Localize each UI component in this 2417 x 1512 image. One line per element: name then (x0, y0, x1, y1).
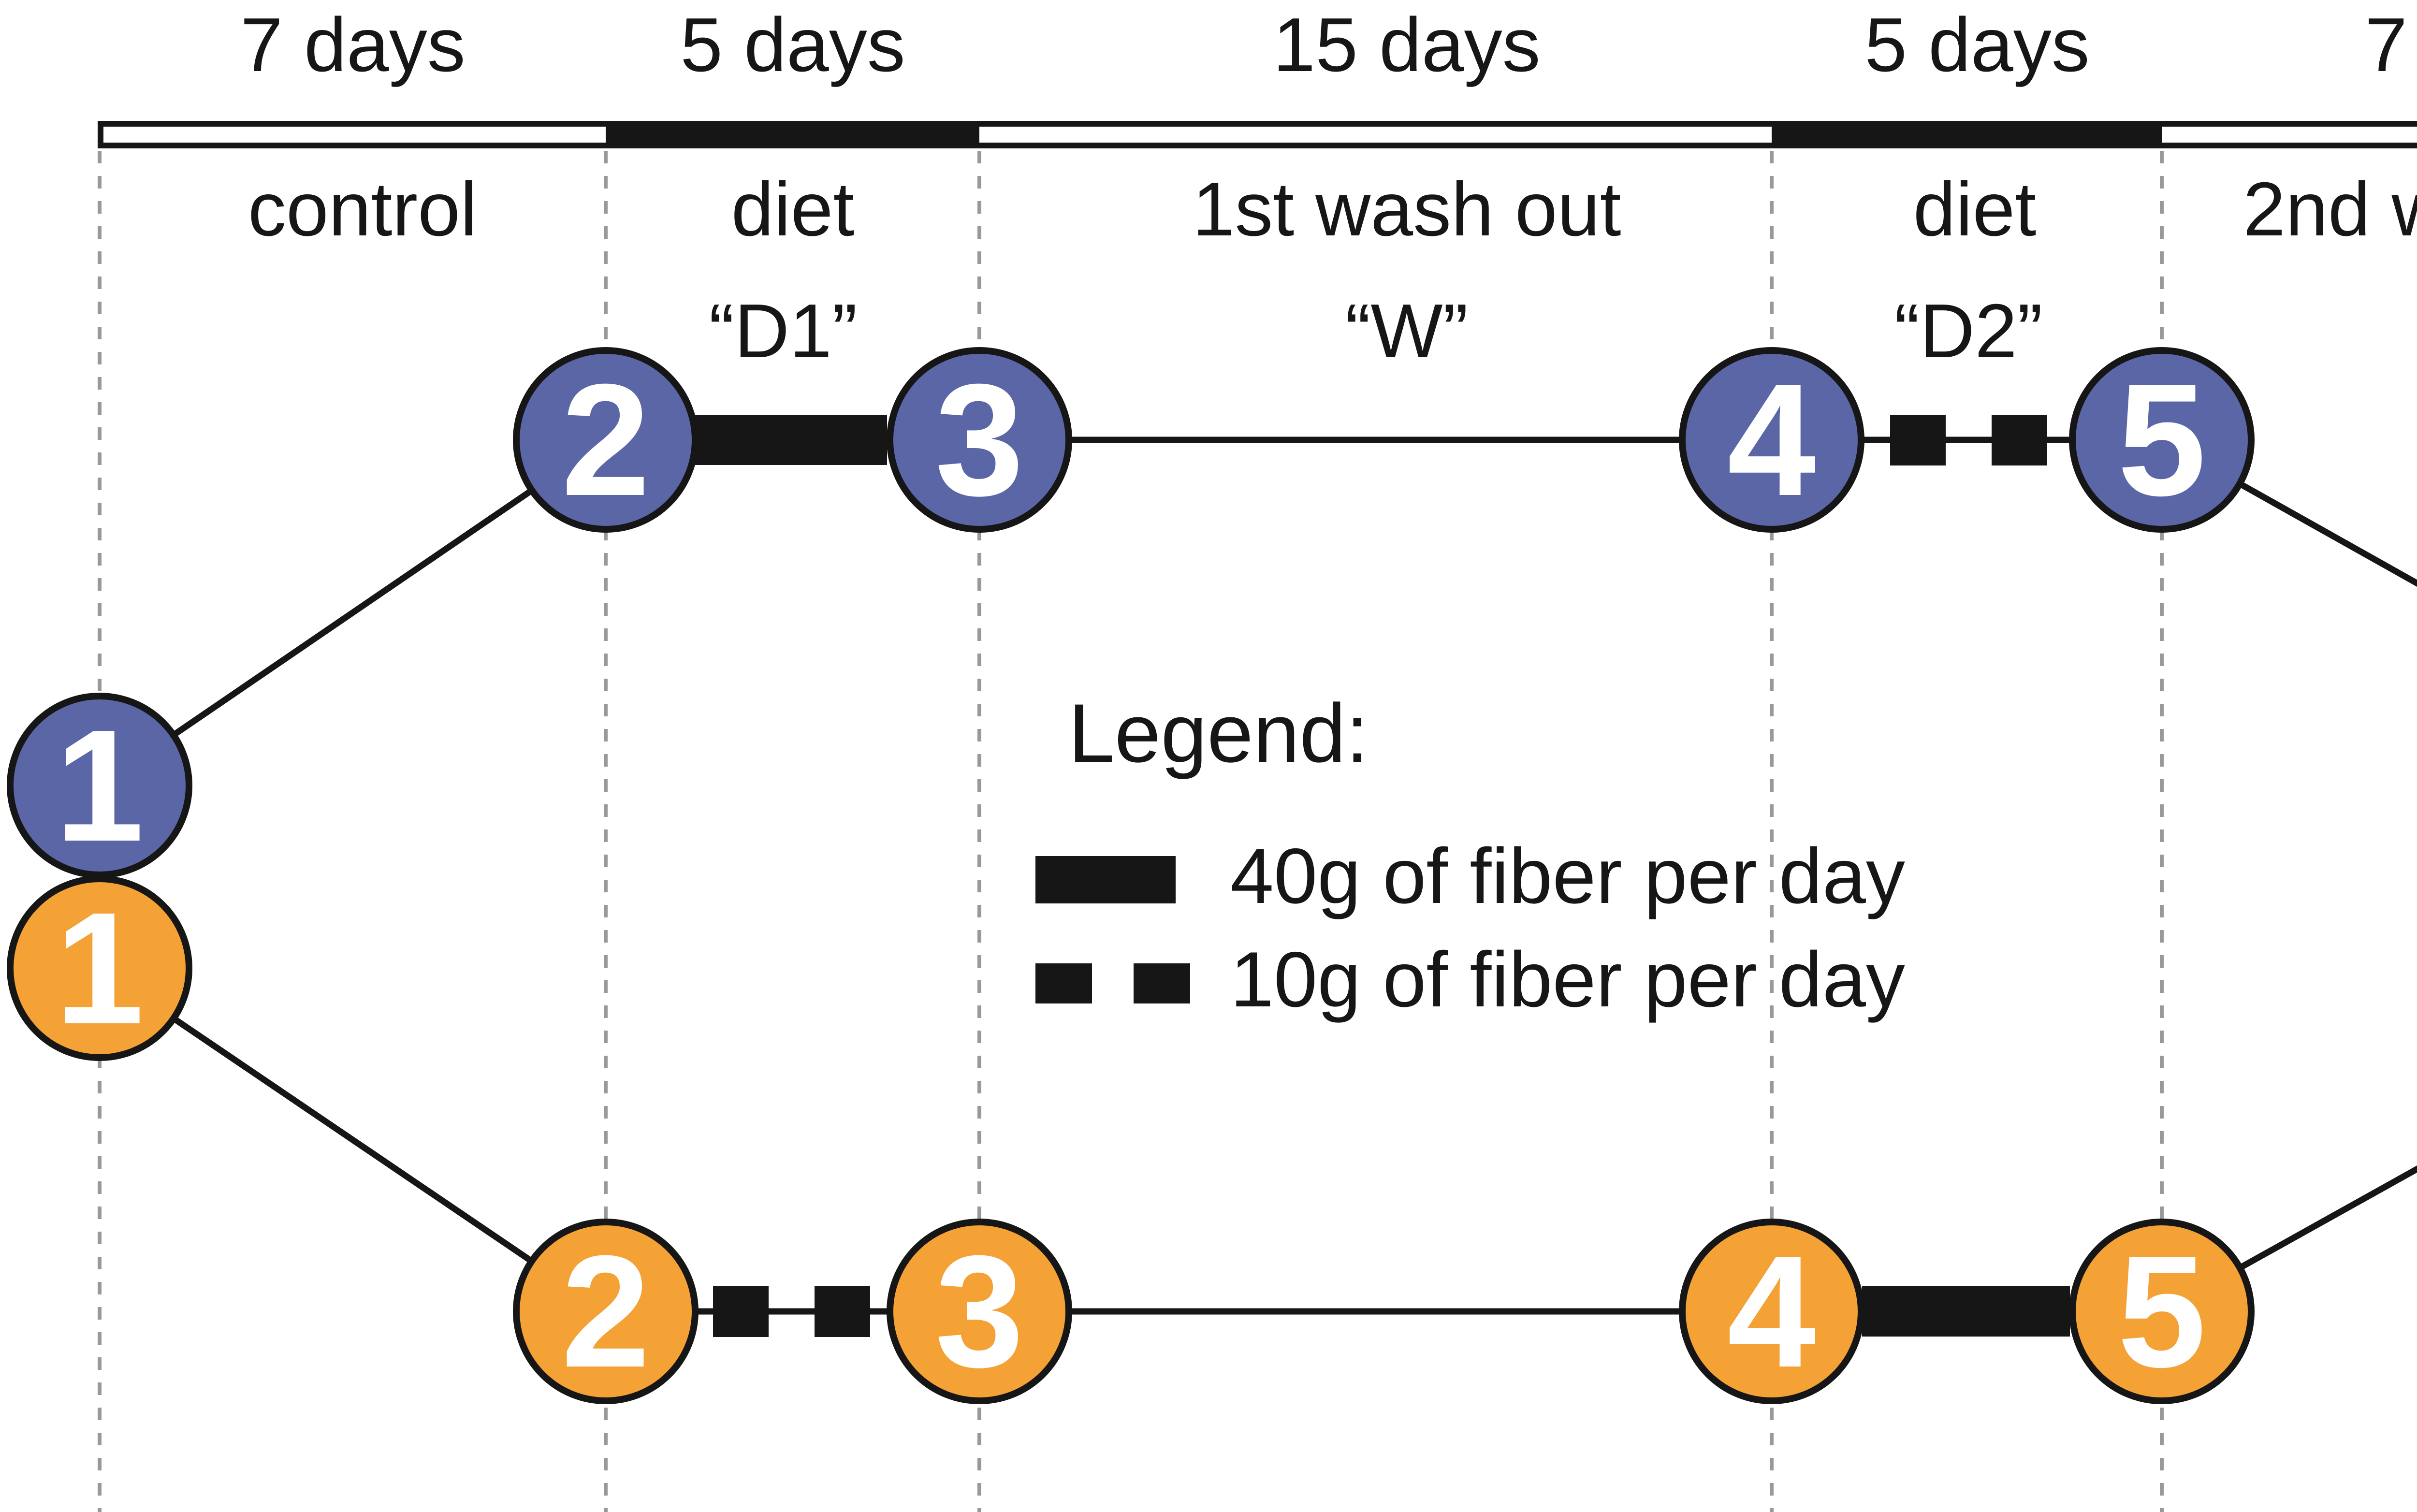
node-number: 3 (935, 1222, 1024, 1400)
node-number: 1 (55, 879, 144, 1057)
fiber-40g-bar-orange (1862, 1286, 2070, 1337)
edge-blue-5-6 (2160, 437, 2417, 587)
code-label-d1: “D1” (709, 289, 858, 374)
node-orange-1: 1 (7, 875, 192, 1061)
phase-label-control: control (248, 167, 478, 252)
phase-label-diet-1: diet (731, 167, 855, 252)
node-blue-4: 4 (1679, 347, 1864, 533)
node-blue-3: 3 (887, 347, 1072, 533)
phase-label-washout-2: 2nd wash out (2243, 167, 2417, 252)
legend-item-label-10g: 10g of fiber per day (1230, 936, 1905, 1023)
edge-orange-1-2 (98, 965, 608, 1314)
node-orange-4: 4 (1679, 1219, 1864, 1404)
timeline-diet-segment-1 (606, 121, 979, 148)
fiber-10g-square (1992, 415, 2047, 465)
legend-swatch-10g-square (1134, 963, 1190, 1003)
node-blue-5: 5 (2069, 347, 2255, 533)
node-number: 4 (1727, 1222, 1816, 1400)
legend-item-label-40g: 40g of fiber per day (1230, 832, 1905, 920)
fiber-10g-square (1890, 415, 1946, 465)
legend-swatch-40g-bar (1035, 856, 1176, 903)
legend-swatch-10g-square (1035, 963, 1092, 1003)
duration-label-4: 5 days (1864, 2, 2090, 87)
node-blue-2: 2 (513, 347, 699, 533)
node-orange-5: 5 (2069, 1219, 2255, 1404)
node-number: 2 (561, 350, 650, 529)
phase-label-diet-2: diet (1913, 167, 2037, 252)
node-number: 5 (2117, 1222, 2206, 1400)
phase-label-washout-1: 1st wash out (1192, 167, 1621, 252)
fiber-10g-square (713, 1286, 769, 1337)
edge-blue-1-2 (98, 437, 608, 788)
duration-label-1: 7 days (240, 2, 466, 87)
edge-orange-5-6 (2160, 1165, 2417, 1314)
duration-label-2: 5 days (680, 2, 905, 87)
node-number: 1 (55, 696, 144, 874)
fiber-40g-bar-blue (694, 415, 887, 465)
node-orange-3: 3 (887, 1219, 1072, 1404)
code-label-w: “W” (1345, 289, 1469, 374)
node-blue-1: 1 (7, 693, 192, 878)
legend-title: Legend: (1068, 687, 1369, 780)
duration-label-5: 7 days (2365, 2, 2417, 87)
node-number: 4 (1727, 350, 1816, 529)
node-number: 3 (935, 350, 1024, 529)
node-number: 5 (2117, 350, 2206, 529)
timeline-diet-segment-2 (1772, 121, 2162, 148)
fiber-10g-square (815, 1286, 870, 1337)
node-orange-2: 2 (513, 1219, 699, 1404)
code-label-d2: “D2” (1894, 289, 2043, 374)
duration-label-3: 15 days (1273, 2, 1541, 87)
node-number: 2 (561, 1222, 650, 1400)
